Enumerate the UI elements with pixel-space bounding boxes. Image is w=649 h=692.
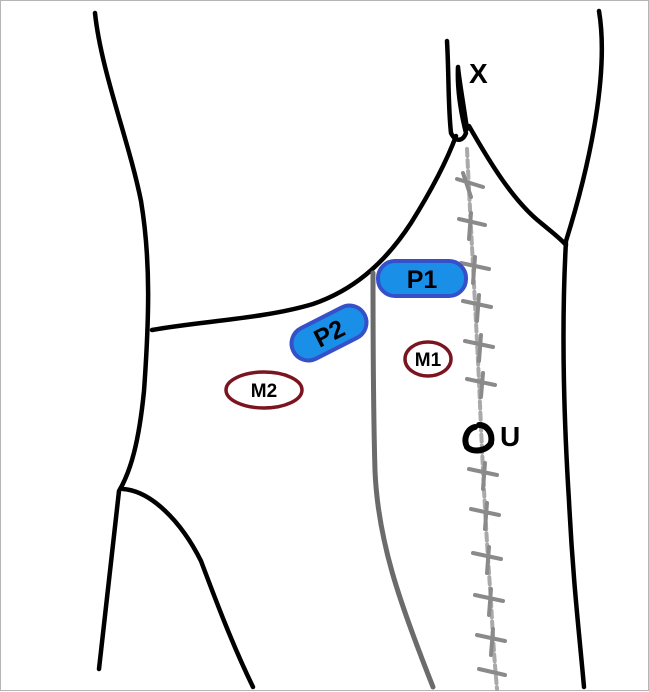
xiphoid-label: X — [469, 58, 488, 89]
stitch — [475, 589, 503, 615]
stitch — [473, 547, 501, 573]
stitch — [465, 335, 493, 361]
marker-m2-label: M2 — [251, 381, 277, 402]
midline — [373, 273, 433, 687]
stitch — [477, 629, 505, 655]
stitch — [463, 295, 491, 321]
stitch — [479, 669, 505, 675]
port-p1-label: P1 — [407, 266, 438, 294]
marker-m1-label: M1 — [415, 350, 442, 371]
right-flank-outline — [563, 11, 601, 687]
stitch — [471, 503, 499, 529]
stitch — [469, 463, 497, 489]
stitch — [467, 373, 495, 397]
umbilicus-label: U — [500, 421, 520, 452]
umbilicus-marker — [465, 425, 491, 450]
left-flank-outline — [95, 13, 148, 669]
left-costal-margin-outline — [152, 136, 456, 330]
xiphoid-outline — [447, 41, 467, 140]
left-hip-outline — [123, 489, 253, 687]
stitch — [459, 213, 485, 239]
